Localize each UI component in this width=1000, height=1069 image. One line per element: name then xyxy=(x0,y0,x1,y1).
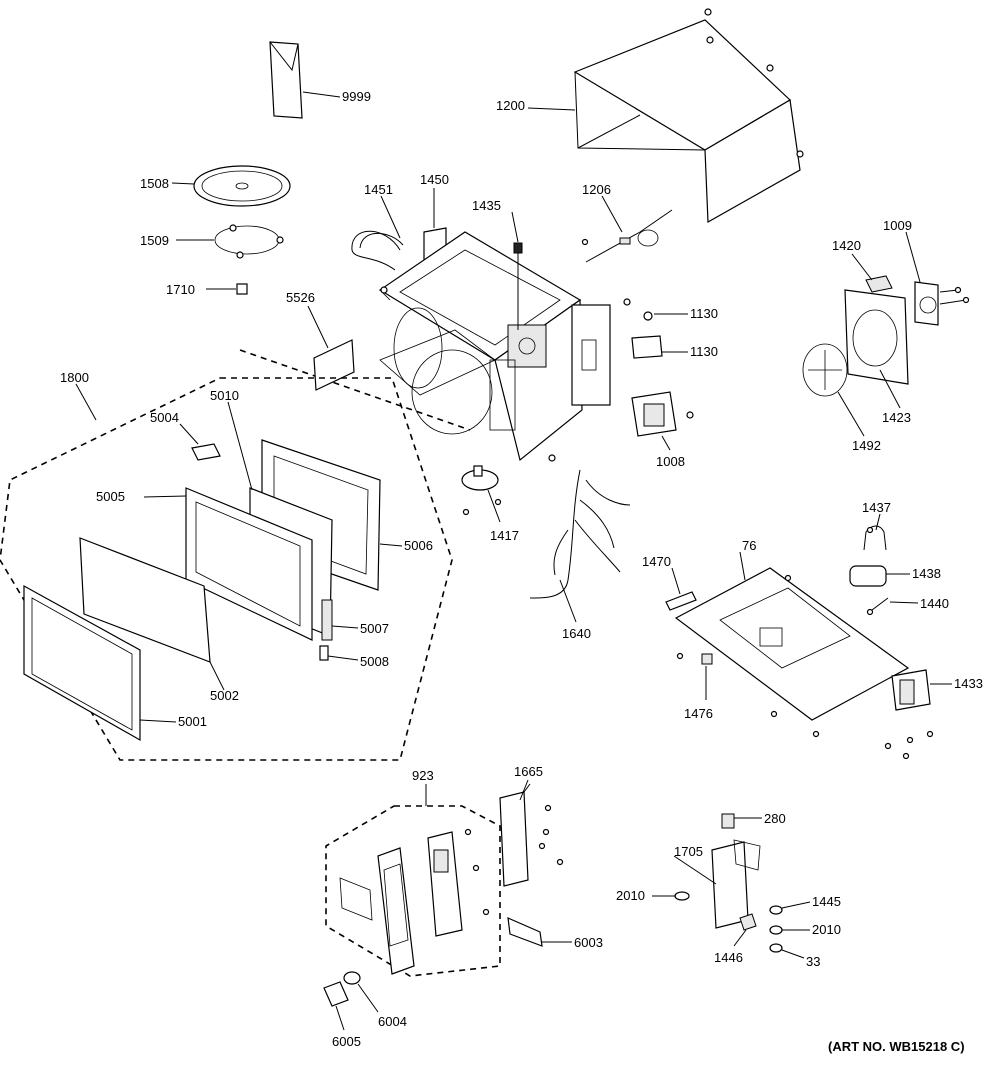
label-1665: 1665 xyxy=(514,764,543,779)
fan-blade xyxy=(802,343,865,437)
label-1130-b: 1130 xyxy=(690,344,718,359)
label-923: 923 xyxy=(412,768,434,783)
door-latch xyxy=(319,599,359,661)
door-panel xyxy=(23,584,177,742)
label-5004: 5004 xyxy=(150,410,179,425)
label-76: 76 xyxy=(742,538,756,553)
label-6004: 6004 xyxy=(378,1014,407,1029)
label-1435: 1435 xyxy=(472,198,501,213)
label-5006: 5006 xyxy=(404,538,433,553)
label-1206: 1206 xyxy=(582,182,611,197)
release-button xyxy=(323,981,349,1031)
outer-case xyxy=(527,8,804,224)
label-1476: 1476 xyxy=(684,706,713,721)
label-1800: 1800 xyxy=(60,370,89,385)
label-5010: 5010 xyxy=(210,388,239,403)
label-5002: 5002 xyxy=(210,688,239,703)
manual-envelope xyxy=(269,41,341,119)
fan-motor-assembly xyxy=(844,231,970,409)
label-1423: 1423 xyxy=(882,410,911,425)
door-hinge xyxy=(179,423,221,461)
door-glass xyxy=(79,537,225,691)
roller-ring xyxy=(176,224,284,259)
label-1492: 1492 xyxy=(852,438,881,453)
glass-turntable-tray xyxy=(171,165,291,207)
label-6005: 6005 xyxy=(332,1034,361,1049)
label-1450: 1450 xyxy=(420,172,449,187)
label-33: 33 xyxy=(806,954,820,969)
label-1438: 1438 xyxy=(912,566,941,581)
label-5008: 5008 xyxy=(360,654,389,669)
label-5005: 5005 xyxy=(96,489,125,504)
hv-diode xyxy=(866,597,919,616)
label-1009: 1009 xyxy=(883,218,912,233)
label-6003: 6003 xyxy=(574,935,603,950)
base-foot xyxy=(701,653,713,700)
label-1710: 1710 xyxy=(166,282,195,297)
label-1200: 1200 xyxy=(496,98,525,113)
label-1446: 1446 xyxy=(714,950,743,965)
label-2010-a: 2010 xyxy=(616,888,645,903)
base-plate xyxy=(674,551,934,760)
interlock-switches xyxy=(631,311,688,359)
label-1420: 1420 xyxy=(832,238,861,253)
hv-capacitor xyxy=(849,565,910,587)
control-panel-frame xyxy=(339,847,415,975)
capacitor-bracket xyxy=(863,513,887,551)
power-cord xyxy=(581,195,673,263)
label-1440: 1440 xyxy=(920,596,949,611)
label-1640: 1640 xyxy=(562,626,591,641)
thermal-cutout-wire xyxy=(351,195,404,271)
door-assembly-boundary xyxy=(0,377,453,761)
turntable-motor xyxy=(461,465,502,523)
label-5526: 5526 xyxy=(286,290,315,305)
label-5007: 5007 xyxy=(360,621,389,636)
label-1470: 1470 xyxy=(642,554,671,569)
label-1509: 1509 xyxy=(140,233,169,248)
control-bracket xyxy=(464,779,564,916)
door-frame xyxy=(143,487,313,641)
art-number: (ART NO. WB15218 C) xyxy=(828,1039,965,1054)
label-1445: 1445 xyxy=(812,894,841,909)
coupler xyxy=(206,283,248,295)
label-280: 280 xyxy=(764,811,786,826)
oven-cavity-chassis xyxy=(239,231,631,462)
label-1508: 1508 xyxy=(140,176,169,191)
label-1451: 1451 xyxy=(364,182,393,197)
control-board xyxy=(427,831,463,937)
wire-harness xyxy=(529,469,631,623)
label-5001: 5001 xyxy=(178,714,207,729)
hv-transformer xyxy=(891,669,952,711)
label-1130-a: 1130 xyxy=(690,306,718,321)
label-2010-b: 2010 xyxy=(812,922,841,937)
control-panel-boundary xyxy=(325,805,501,977)
label-1437: 1437 xyxy=(862,500,891,515)
label-1008: 1008 xyxy=(656,454,685,469)
magnetron xyxy=(631,391,694,451)
door-release-lever xyxy=(507,917,572,947)
label-9999: 9999 xyxy=(342,89,371,104)
base-bracket xyxy=(665,567,697,611)
latch-board-assembly xyxy=(652,813,811,959)
latch-switch-screw xyxy=(511,211,523,330)
release-spring xyxy=(343,971,379,1013)
label-1433: 1433 xyxy=(954,676,983,691)
label-1705: 1705 xyxy=(674,844,703,859)
label-1417: 1417 xyxy=(490,528,519,543)
